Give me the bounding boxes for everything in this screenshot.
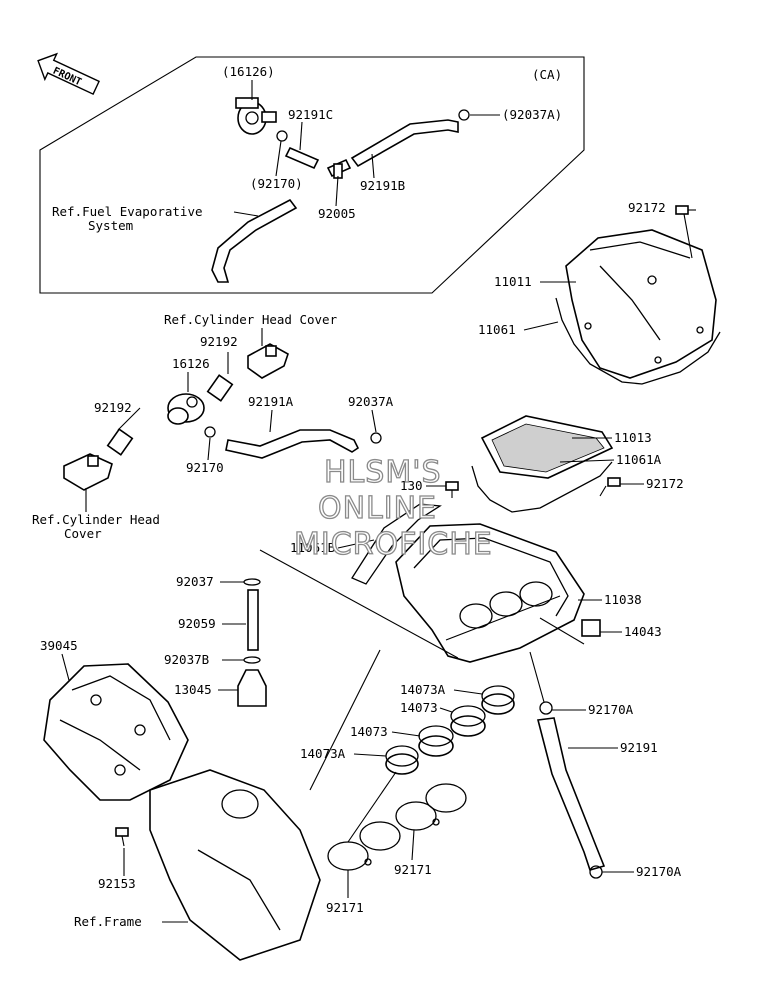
duct-14073a-upper [481, 685, 515, 715]
clamp-92171-group [327, 783, 467, 871]
label-11061a: 11061A [616, 452, 662, 467]
label-92172-top: 92172 [628, 200, 666, 215]
label-92005: 92005 [318, 206, 356, 221]
label-11061: 11061 [478, 322, 516, 337]
ca-joint-92005 [326, 158, 352, 179]
seal-11061b [351, 503, 442, 585]
label-92191: 92191 [620, 740, 658, 755]
hose-92191 [536, 717, 606, 871]
duct-14073a-lower [385, 745, 419, 775]
hose-92191a [225, 429, 360, 459]
label-92059: 92059 [178, 616, 216, 631]
ref-cyl-head-left-2: Cover [64, 526, 102, 541]
ref-cyl-head-top: Ref.Cylinder Head Cover [164, 312, 338, 327]
air-cleaner-lower-housing-11038 [395, 523, 585, 663]
cyl-head-cover-cap-left [63, 453, 113, 491]
bolt-92153 [115, 827, 129, 847]
bolt-92172-mid [599, 477, 621, 497]
label-11013: 11013 [614, 430, 652, 445]
label-92171-a: 92171 [394, 862, 432, 877]
label-92191b: 92191B [360, 178, 405, 193]
clamp-92170 [204, 426, 216, 438]
duct-14073-upper [450, 705, 486, 737]
ca-clamp-92170 [276, 130, 288, 142]
ref-cyl-head-left-1: Ref.Cylinder Head [32, 512, 160, 527]
bolt-130 [445, 481, 459, 498]
clip-92037 [243, 578, 261, 586]
ca-vacuum-valve [235, 97, 277, 135]
clip-92037b [243, 656, 261, 664]
label-92191c: 92191C [288, 107, 333, 122]
label-92037a: 92037A [348, 394, 394, 409]
watermark-line-3: MICROFICHE [294, 527, 493, 562]
drain-tube-92059 [247, 589, 259, 651]
label-11061b: 11061B [290, 540, 335, 555]
drain-plug-13045 [237, 669, 267, 707]
label-92170: 92170 [186, 460, 224, 475]
bracket-39045 [43, 663, 189, 801]
hose-92192-upper [206, 374, 234, 402]
clamp-92037a [370, 432, 382, 444]
label-13045: 13045 [174, 682, 212, 697]
label-92153: 92153 [98, 876, 136, 891]
label-14073-a: 14073 [400, 700, 438, 715]
air-cleaner-upper-housing [565, 229, 717, 379]
front-arrow-icon: FRONT [37, 52, 100, 96]
ref-fuel-evap-1: Ref.Fuel Evaporative [52, 204, 203, 219]
hose-92192-lower [106, 428, 134, 456]
ref-frame: Ref.Frame [74, 914, 142, 929]
cyl-head-cover-cap-top [247, 343, 289, 379]
seal-11061a [471, 461, 613, 513]
seal-11061 [555, 297, 721, 385]
ca-region-label: (CA) [532, 67, 562, 82]
label-14073a-b: 14073A [300, 746, 346, 761]
label-92037: 92037 [176, 574, 214, 589]
ca-inset-frame [39, 56, 585, 294]
grommet-14043 [581, 619, 601, 637]
bolt-92172-top [675, 205, 696, 215]
assembly-guide-line [259, 549, 459, 659]
watermark-line-1: HLSM'S [324, 455, 442, 490]
air-filter-element-11013 [480, 415, 614, 479]
label-92171-b: 92171 [326, 900, 364, 915]
air-switching-valve-16126 [167, 393, 205, 425]
ca-fuel-evap-hose [211, 198, 298, 283]
label-11038: 11038 [604, 592, 642, 607]
label-39045: 39045 [40, 638, 78, 653]
frame [149, 769, 321, 961]
label-14073-b: 14073 [350, 724, 388, 739]
label-92192-a: 92192 [200, 334, 238, 349]
ca-clamp-92037a [458, 109, 470, 121]
assembly-guide-line-2 [309, 649, 381, 791]
label-14043: 14043 [624, 624, 662, 639]
label-92191a: 92191A [248, 394, 294, 409]
label-14073a-a: 14073A [400, 682, 446, 697]
ca-hose-92191b [350, 119, 459, 168]
label-92170-ca: (92170) [250, 176, 303, 191]
duct-14073-lower [418, 725, 454, 757]
label-16126-ca: (16126) [222, 64, 275, 79]
label-130: 130 [400, 478, 423, 493]
label-92170a-a: 92170A [588, 702, 634, 717]
label-16126: 16126 [172, 356, 210, 371]
label-92172-mid: 92172 [646, 476, 684, 491]
label-92170a-b: 92170A [636, 864, 682, 879]
ca-hose-92191c [284, 146, 320, 170]
label-92037a-ca: (92037A) [502, 107, 562, 122]
ref-fuel-evap-2: System [88, 218, 133, 233]
label-92037b: 92037B [164, 652, 209, 667]
label-11011: 11011 [494, 274, 532, 289]
watermark-line-2: ONLINE [318, 491, 437, 526]
clamp-92170a-upper [539, 701, 553, 715]
label-92192-b: 92192 [94, 400, 132, 415]
